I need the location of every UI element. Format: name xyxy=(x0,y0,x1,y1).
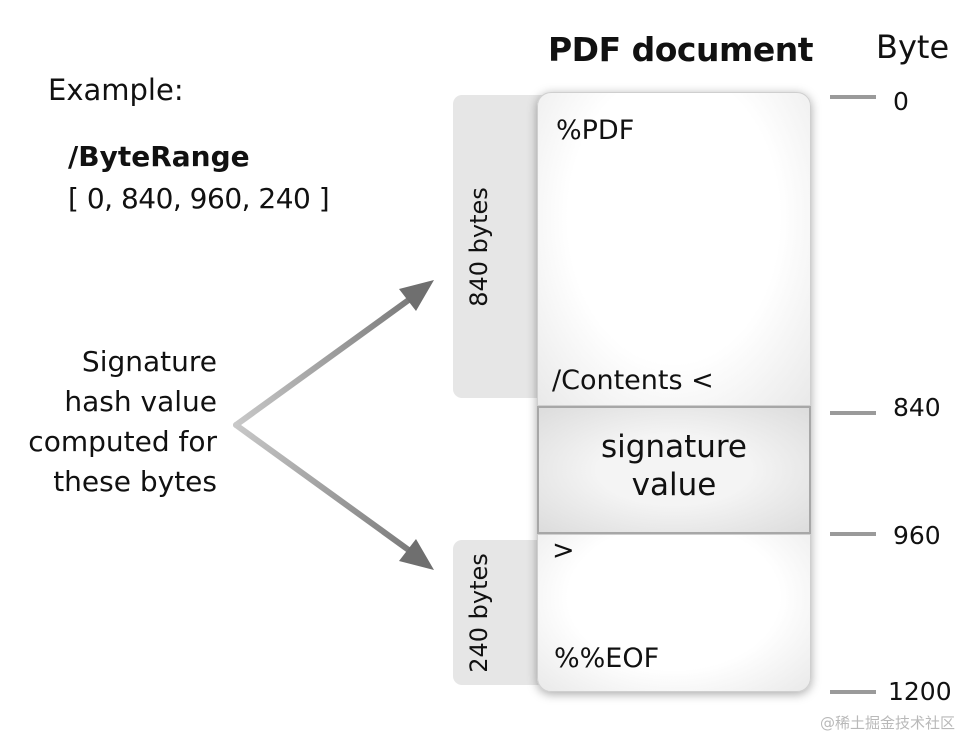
byte-tick xyxy=(830,411,876,415)
hash-note: Signature hash value computed for these … xyxy=(0,342,217,502)
arrow-down xyxy=(233,422,434,570)
eof-marker: %%EOF xyxy=(554,643,660,674)
byte-offset-label: 1200 xyxy=(888,677,952,706)
byte-tick xyxy=(830,532,876,536)
contents-open: /Contents < xyxy=(552,365,714,396)
byte-tick xyxy=(830,95,876,99)
watermark: @稀土掘金技术社区 xyxy=(819,714,955,732)
hash-note-line: computed for xyxy=(28,425,217,458)
diagram-title: PDF document xyxy=(548,30,814,69)
first-range-bracket xyxy=(453,95,553,398)
signed-range-1: %PDF /Contents < xyxy=(537,92,811,406)
hash-note-line: Signature xyxy=(81,345,217,378)
signed-range-2: > %%EOF xyxy=(537,534,811,692)
byte-axis-heading: Byte xyxy=(876,28,950,66)
byte-tick xyxy=(830,690,876,694)
hash-note-line: hash value xyxy=(64,385,217,418)
signature-label: signature value xyxy=(539,428,809,504)
signature-value-block: signature value xyxy=(537,406,811,534)
byte-offset-label: 840 xyxy=(893,393,941,422)
second-range-bracket xyxy=(453,540,553,685)
signature-label-line: value xyxy=(631,467,717,503)
pdf-header: %PDF xyxy=(556,115,635,146)
pdf-document: %PDF /Contents < signature value > %%EOF xyxy=(537,92,811,692)
contents-close: > xyxy=(552,535,575,566)
byte-offset-label: 960 xyxy=(893,521,941,550)
byte-offset-label: 0 xyxy=(893,87,909,116)
byterange-value: [ 0, 840, 960, 240 ] xyxy=(68,182,330,215)
hash-note-line: these bytes xyxy=(53,465,217,498)
signature-label-line: signature xyxy=(600,429,748,465)
example-label: Example: xyxy=(48,73,184,107)
arrow-up xyxy=(233,280,434,428)
byterange-key: /ByteRange xyxy=(68,140,250,173)
